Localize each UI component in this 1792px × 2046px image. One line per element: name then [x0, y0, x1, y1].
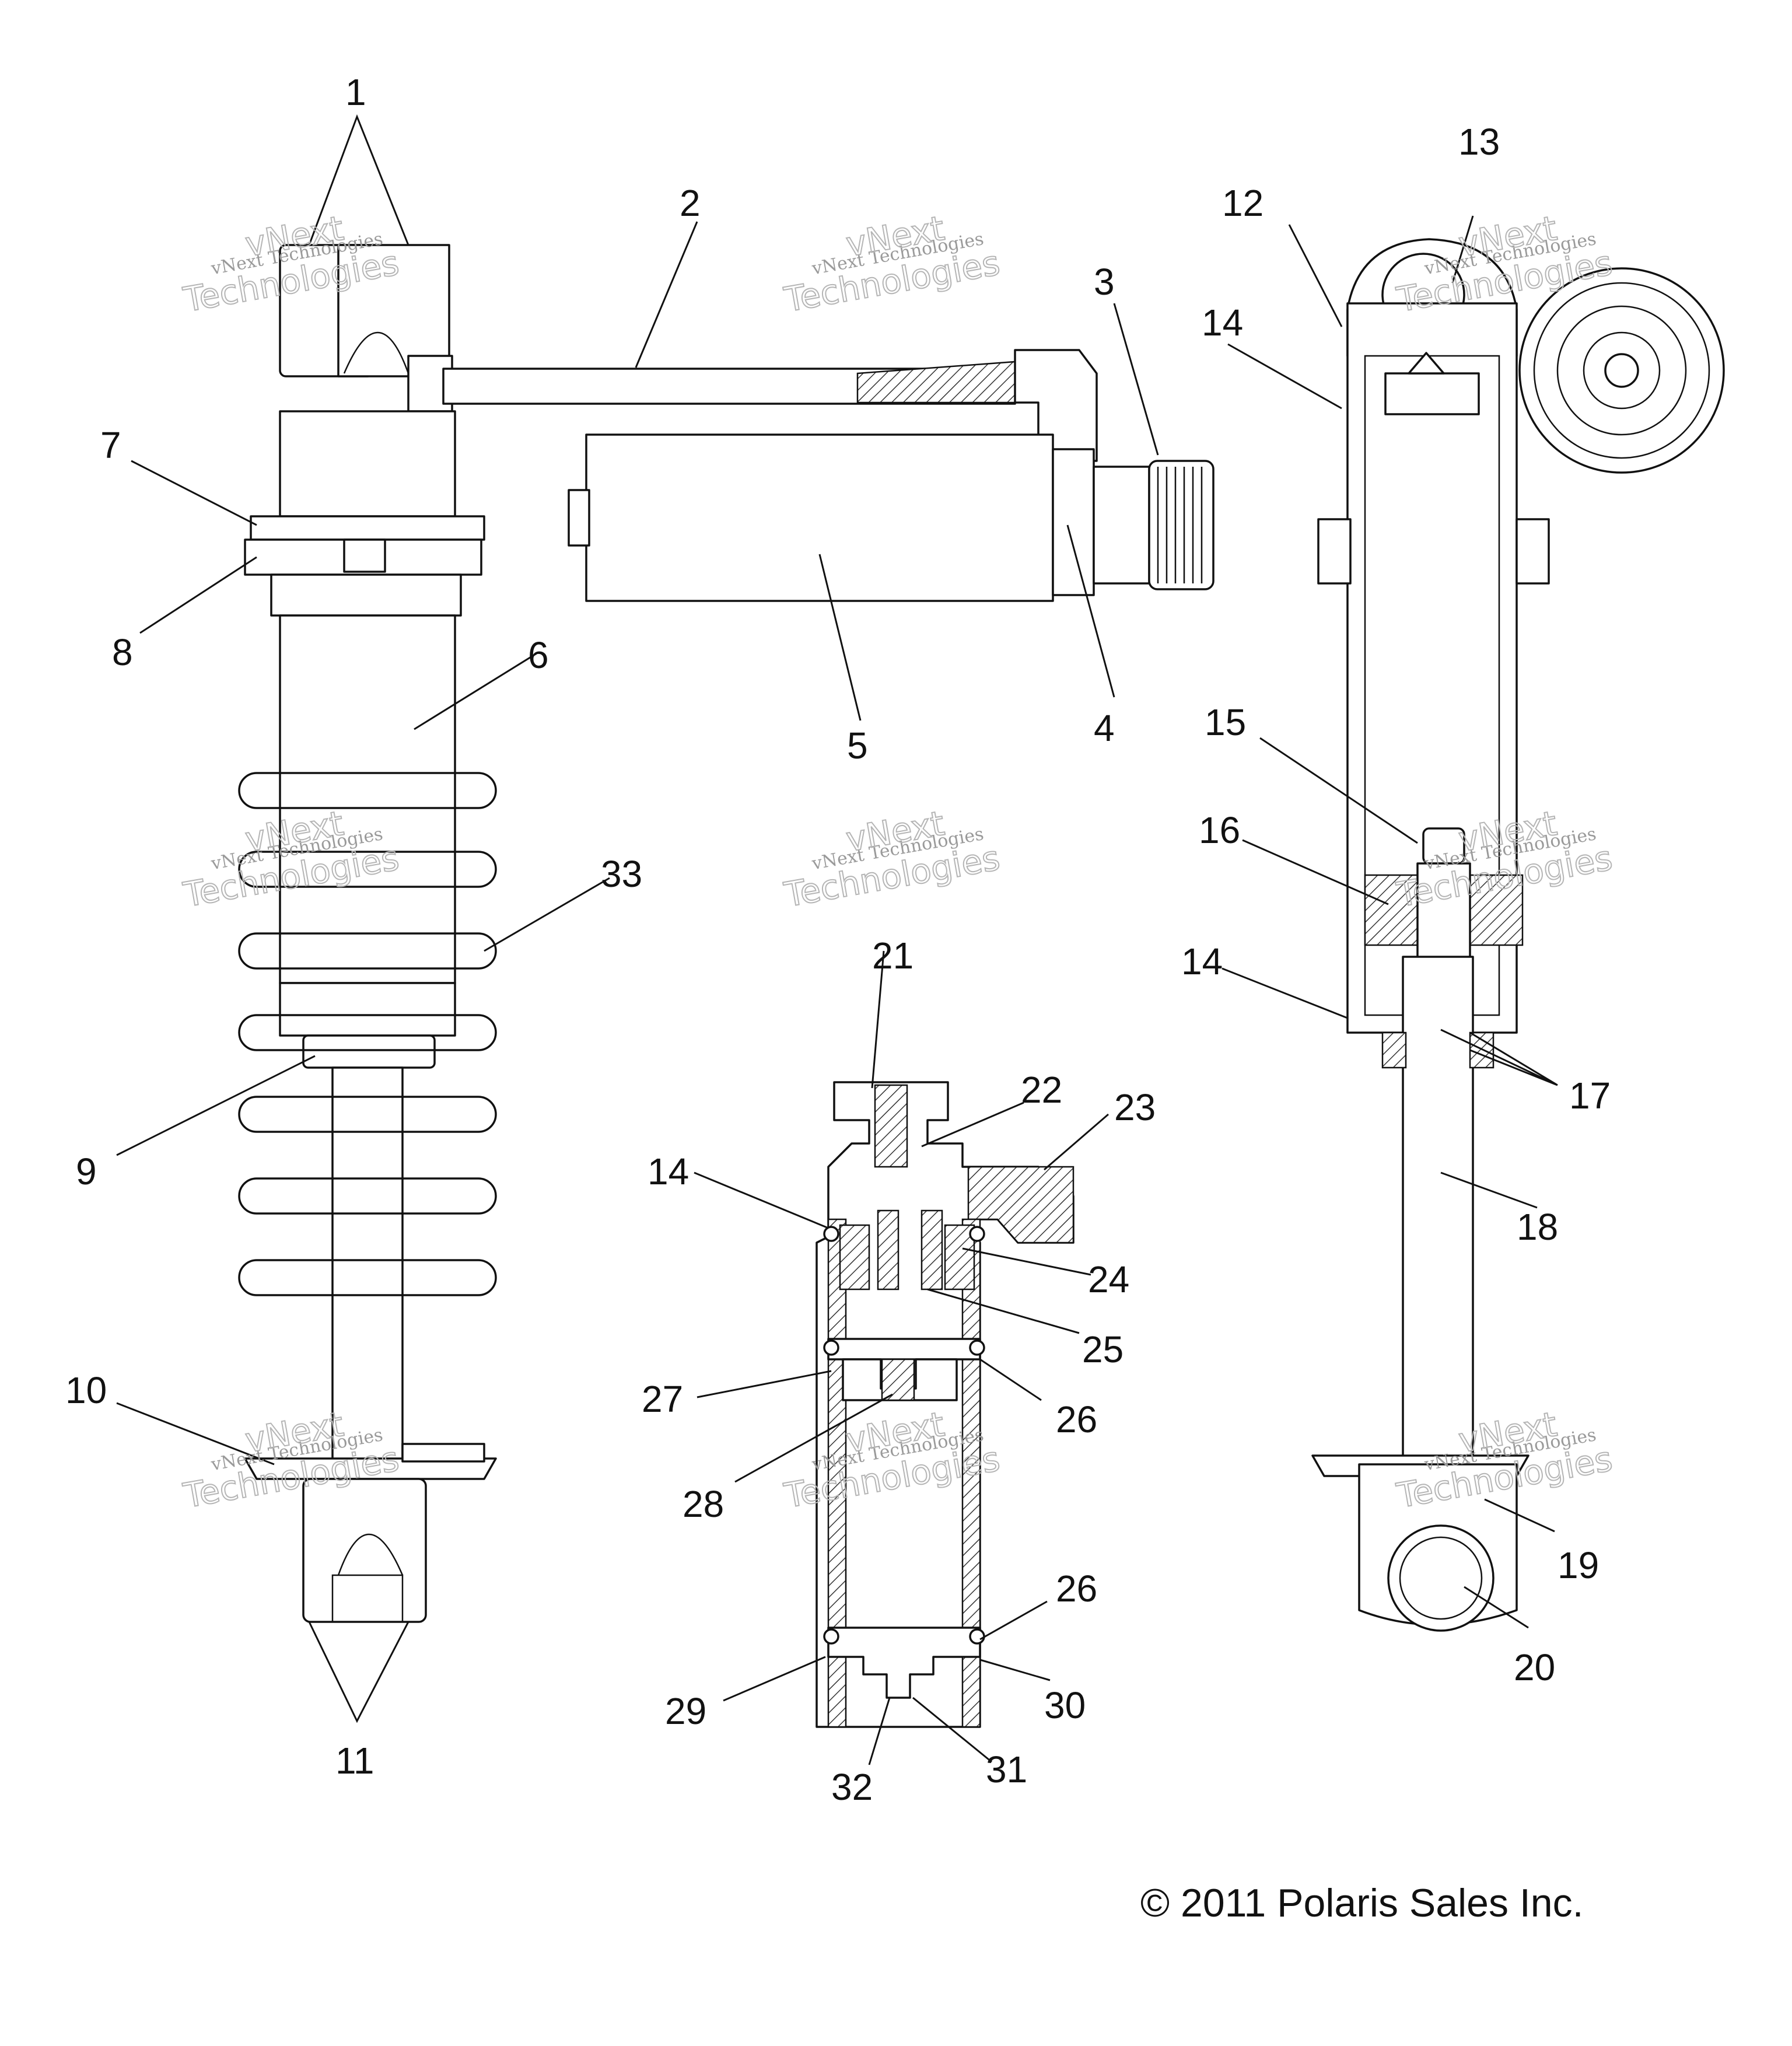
callout-3: 3	[1094, 261, 1115, 303]
callout-15: 15	[1205, 701, 1246, 743]
callout-4: 4	[1094, 707, 1115, 749]
callout-32: 32	[831, 1766, 873, 1808]
watermark-5: vNext Technologies vNext Technologies	[780, 803, 1003, 915]
callout-7: 7	[100, 424, 121, 466]
callout-12: 12	[1222, 182, 1264, 224]
callout-labels: 1 2 3 4 5 6 7 8 9 10 11 12 13 14 14 14 1…	[65, 71, 1611, 1808]
copyright-notice: © 2011 Polaris Sales Inc.	[1140, 1881, 1583, 1925]
callout-14-center: 14	[648, 1150, 689, 1192]
callout-24: 24	[1088, 1258, 1129, 1300]
shock-assembly-left	[238, 244, 1214, 1623]
callout-19: 19	[1558, 1544, 1599, 1586]
callout-6: 6	[528, 634, 549, 676]
shock-section-right	[1311, 238, 1725, 1632]
callout-17: 17	[1569, 1075, 1611, 1117]
callout-13: 13	[1458, 121, 1500, 163]
callout-26-lower: 26	[1056, 1568, 1097, 1610]
callout-16: 16	[1199, 809, 1240, 851]
callout-1: 1	[345, 71, 366, 113]
callout-21: 21	[872, 935, 914, 977]
callout-25: 25	[1082, 1328, 1124, 1370]
callout-14-mid: 14	[1181, 940, 1223, 982]
reservoir-section-center	[816, 1081, 1074, 1728]
callout-31: 31	[986, 1748, 1027, 1790]
callout-10: 10	[65, 1369, 107, 1411]
callout-9: 9	[76, 1150, 97, 1192]
callout-26-upper: 26	[1056, 1398, 1097, 1440]
callout-5: 5	[847, 725, 868, 767]
callout-29: 29	[665, 1690, 706, 1732]
callout-23: 23	[1114, 1086, 1156, 1128]
callout-8: 8	[112, 631, 133, 673]
callout-14-top: 14	[1202, 302, 1243, 344]
leader-lines	[116, 114, 1558, 1765]
callout-30: 30	[1044, 1684, 1086, 1726]
callout-27: 27	[642, 1378, 683, 1420]
watermark-2: vNext Technologies vNext Technologies	[780, 208, 1003, 320]
callout-2: 2	[680, 182, 701, 224]
callout-28: 28	[682, 1483, 724, 1525]
spring-coils	[238, 772, 497, 1296]
callout-11: 11	[335, 1740, 374, 1782]
callout-20: 20	[1514, 1646, 1555, 1688]
callout-18: 18	[1517, 1206, 1558, 1248]
callout-33: 33	[601, 853, 642, 895]
callout-22: 22	[1021, 1069, 1062, 1111]
